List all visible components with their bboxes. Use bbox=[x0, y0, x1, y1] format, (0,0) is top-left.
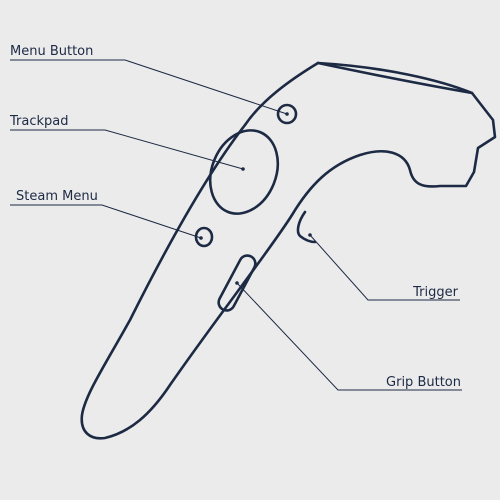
trackpad-leader bbox=[10, 129, 244, 170]
trigger-leader bbox=[309, 234, 460, 301]
grip-button-leader bbox=[236, 282, 462, 391]
controller-body-outline bbox=[80, 61, 497, 440]
grip-button-label: Grip Button bbox=[386, 375, 461, 390]
steam-menu-button-shape bbox=[194, 226, 214, 248]
grip-button-shape bbox=[217, 254, 257, 312]
trackpad-dot bbox=[241, 167, 245, 171]
menu-button-dot bbox=[285, 112, 289, 116]
trackpad-shape bbox=[208, 129, 280, 215]
controller-rim-line bbox=[316, 61, 474, 95]
steam-menu-leader bbox=[10, 204, 202, 239]
trigger-dot bbox=[308, 233, 312, 237]
menu-button-leader bbox=[10, 59, 288, 115]
menu-button-label: Menu Button bbox=[10, 44, 93, 59]
grip-button-dot bbox=[235, 281, 239, 285]
trackpad-label: Trackpad bbox=[9, 114, 69, 129]
trigger-outline bbox=[296, 210, 317, 244]
steam-menu-dot bbox=[199, 236, 203, 240]
trigger-label: Trigger bbox=[412, 285, 458, 300]
steam-menu-label: Steam Menu bbox=[16, 189, 98, 204]
menu-button-shape bbox=[276, 103, 298, 125]
